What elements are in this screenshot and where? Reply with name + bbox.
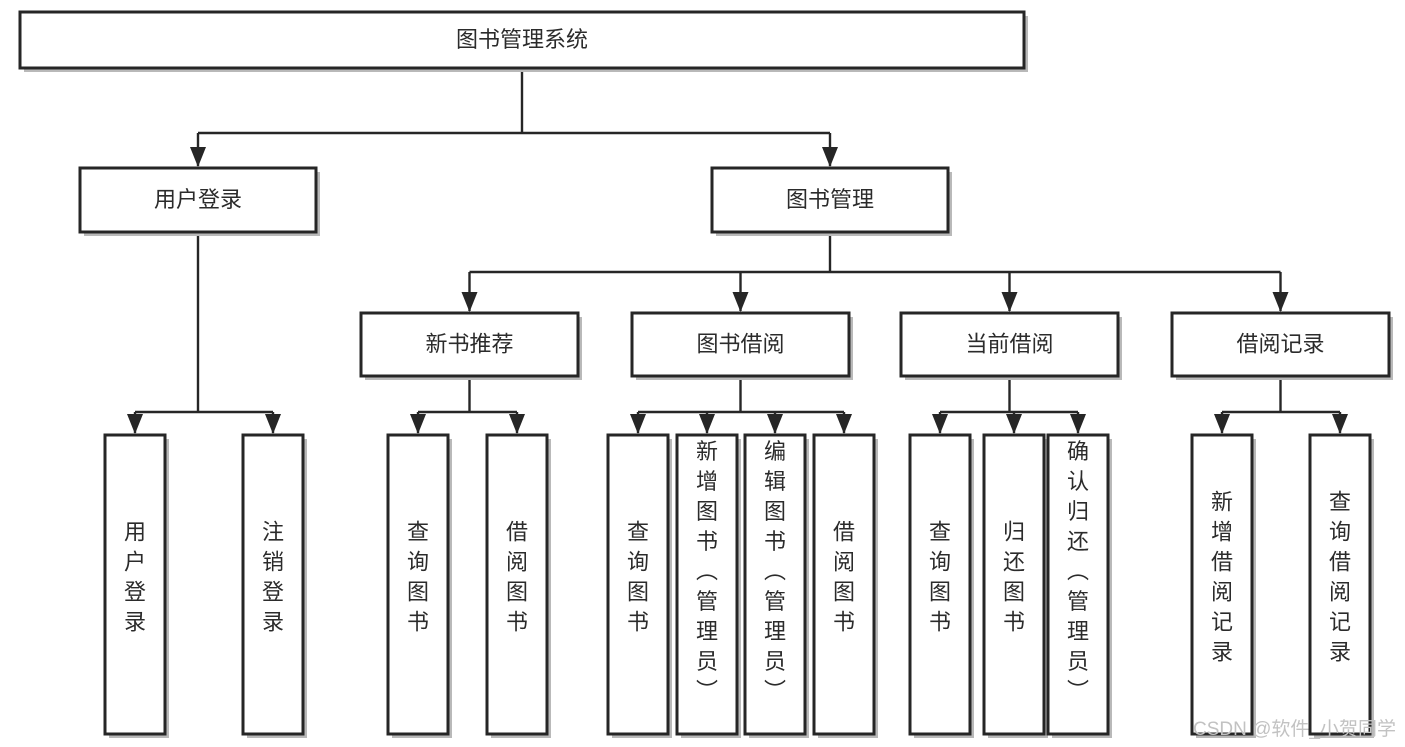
- node-leaf-6-rect[interactable]: [743, 433, 807, 736]
- node-level3-0[interactable]: 新书推荐: [359, 311, 582, 380]
- node-level3-1-rect[interactable]: [630, 311, 851, 378]
- node-leaf-11-label: 新增借阅记录: [1211, 490, 1233, 665]
- node-leaf-6-label: 编辑图书（管理员）: [764, 439, 786, 704]
- arrow-head-icon: [190, 147, 206, 167]
- node-level3-1-label: 图书借阅: [696, 331, 784, 356]
- node-leaf-10-label: 确认归还（管理员）: [1067, 439, 1089, 704]
- node-leaf-8-label: 查询图书: [929, 520, 951, 635]
- arrow-head-icon: [1006, 414, 1022, 434]
- node-level3-3-label: 借阅记录: [1236, 331, 1324, 356]
- node-level2-1-label: 图书管理: [786, 187, 874, 212]
- node-level3-2[interactable]: 当前借阅: [899, 311, 1122, 380]
- node-leaf-3-rect[interactable]: [485, 433, 549, 736]
- arrow-head-icon: [932, 414, 948, 434]
- arrow-head-icon: [509, 414, 525, 434]
- node-leaf-1[interactable]: 注销登录: [241, 433, 307, 738]
- node-level3-2-label: 当前借阅: [965, 331, 1053, 356]
- node-leaf-8-rect[interactable]: [908, 433, 972, 736]
- node-leaf-1-label: 注销登录: [262, 520, 284, 635]
- node-leaf-7-label: 借阅图书: [833, 520, 855, 635]
- node-leaf-0-rect[interactable]: [103, 433, 167, 736]
- node-leaf-2-label: 查询图书: [407, 520, 429, 635]
- node-leaf-12[interactable]: 查询借阅记录: [1308, 433, 1374, 738]
- node-leaf-0[interactable]: 用户登录: [103, 433, 169, 738]
- arrow-head-icon: [127, 414, 143, 434]
- node-leaf-2[interactable]: 查询图书: [386, 433, 452, 738]
- node-level3-2-rect[interactable]: [899, 311, 1120, 378]
- node-level3-1[interactable]: 图书借阅: [630, 311, 853, 380]
- node-leaf-3-label: 借阅图书: [506, 520, 528, 635]
- node-leaf-9-rect[interactable]: [982, 433, 1046, 736]
- node-leaf-12-label: 查询借阅记录: [1329, 490, 1351, 665]
- node-level3-0-rect[interactable]: [359, 311, 580, 378]
- node-root-label: 图书管理系统: [456, 27, 588, 52]
- node-leaf-2-rect[interactable]: [386, 433, 450, 736]
- arrow-head-icon: [1332, 414, 1348, 434]
- arrow-head-icon: [1214, 414, 1230, 434]
- arrow-head-icon: [1272, 292, 1289, 312]
- node-level3-3-rect[interactable]: [1170, 311, 1391, 378]
- node-leaf-11-rect[interactable]: [1190, 433, 1254, 736]
- node-level2-1[interactable]: 图书管理: [710, 166, 952, 236]
- node-leaf-12-rect[interactable]: [1308, 433, 1372, 736]
- node-level2-0-rect[interactable]: [78, 166, 318, 234]
- node-level2-1-rect[interactable]: [710, 166, 950, 234]
- arrow-head-icon: [410, 414, 426, 434]
- node-leaf-5-rect[interactable]: [675, 433, 739, 736]
- node-leaf-5-label: 新增图书（管理员）: [696, 439, 718, 704]
- arrow-head-icon: [767, 414, 783, 434]
- csdn-watermark: CSDN @软件_小贺同学: [1193, 718, 1396, 740]
- node-leaf-3[interactable]: 借阅图书: [485, 433, 551, 738]
- node-root-rect[interactable]: [18, 10, 1026, 70]
- arrow-head-icon: [699, 414, 715, 434]
- node-leaf-0-label: 用户登录: [124, 520, 146, 635]
- node-leaf-4-rect[interactable]: [606, 433, 670, 736]
- node-leaf-1-rect[interactable]: [241, 433, 305, 736]
- node-leaf-6[interactable]: 编辑图书（管理员）: [743, 433, 809, 738]
- arrow-head-icon: [836, 414, 852, 434]
- arrow-head-icon: [732, 292, 749, 312]
- node-leaf-8[interactable]: 查询图书: [908, 433, 974, 738]
- node-leaf-11[interactable]: 新增借阅记录: [1190, 433, 1256, 738]
- node-level2-0-label: 用户登录: [154, 187, 242, 212]
- node-leaf-10[interactable]: 确认归还（管理员）: [1046, 433, 1112, 738]
- node-level3-0-label: 新书推荐: [425, 331, 513, 356]
- arrow-head-icon: [630, 414, 646, 434]
- node-level2-0[interactable]: 用户登录: [78, 166, 320, 236]
- node-leaf-4[interactable]: 查询图书: [606, 433, 672, 738]
- node-leaf-9-label: 归还图书: [1003, 520, 1025, 635]
- arrow-head-icon: [1001, 292, 1018, 312]
- arrow-head-icon: [461, 292, 478, 312]
- arrow-head-icon: [1070, 414, 1086, 434]
- node-leaf-10-rect[interactable]: [1046, 433, 1110, 736]
- node-leaf-4-label: 查询图书: [627, 520, 649, 635]
- node-leaf-9[interactable]: 归还图书: [982, 433, 1048, 738]
- node-leaf-7[interactable]: 借阅图书: [812, 433, 878, 738]
- arrow-head-icon: [265, 414, 281, 434]
- node-level3-3[interactable]: 借阅记录: [1170, 311, 1393, 380]
- node-root[interactable]: 图书管理系统: [18, 10, 1028, 72]
- node-leaf-7-rect[interactable]: [812, 433, 876, 736]
- node-leaf-5[interactable]: 新增图书（管理员）: [675, 433, 741, 738]
- arrow-head-icon: [822, 147, 838, 167]
